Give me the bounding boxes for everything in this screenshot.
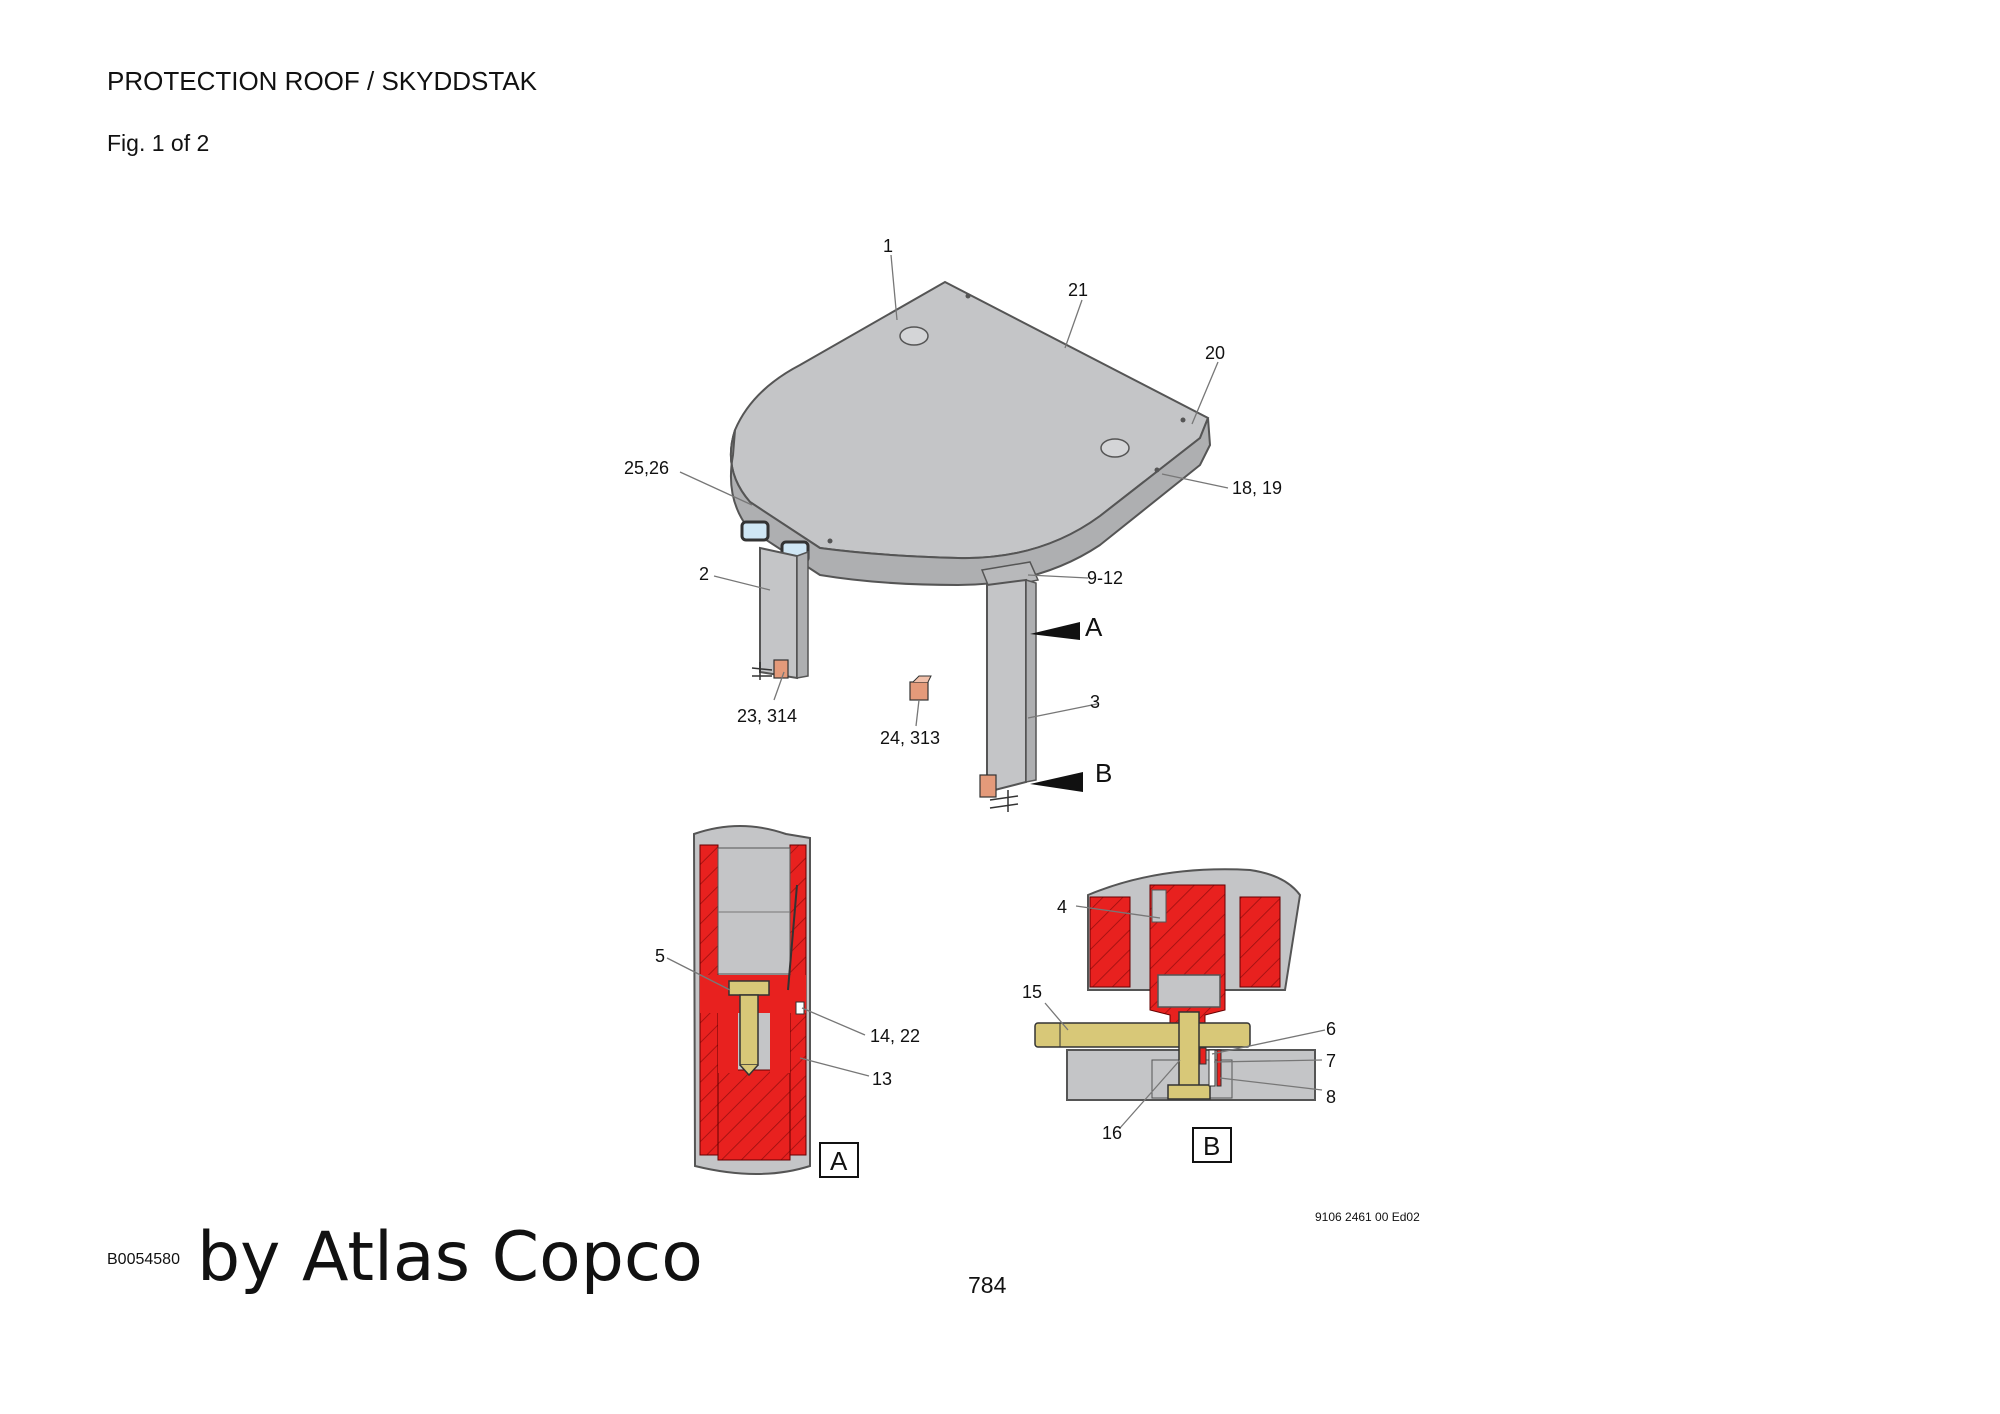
- post-right: [986, 578, 1027, 794]
- callout-20: 20: [1205, 343, 1225, 363]
- figure-number: Fig. 1 of 2: [107, 130, 210, 156]
- roof-hatch-1: [899, 326, 929, 346]
- clip-loose: [909, 681, 929, 701]
- document-code: 9106 2461 00 Ed02: [1315, 1210, 1420, 1224]
- drawing-code: B0054580: [107, 1251, 180, 1268]
- leader-lines-details: [666, 905, 1326, 1129]
- post-left: [759, 546, 798, 680]
- callout-7: 7: [1326, 1051, 1336, 1071]
- callout-A: A: [1085, 612, 1103, 642]
- callout-25-26: 25,26: [624, 458, 669, 478]
- callout-15: 15: [1022, 982, 1042, 1002]
- callout-6: 6: [1326, 1019, 1336, 1039]
- detail-a-label-box: [819, 1142, 859, 1178]
- detail-a-label: A: [830, 1146, 848, 1176]
- callout-23-314: 23, 314: [737, 706, 797, 726]
- section-arrow-b: [1030, 772, 1083, 792]
- callout-9-12: 9-12: [1087, 568, 1123, 588]
- bolt-5-head: [728, 980, 770, 996]
- bolt-5-shank: [739, 994, 759, 1066]
- page-number: 784: [968, 1272, 1007, 1298]
- callout-1: 1: [883, 236, 893, 256]
- callout-4: 4: [1057, 897, 1067, 917]
- callout-16: 16: [1102, 1123, 1122, 1143]
- detail-b-label-box: [1192, 1127, 1232, 1163]
- clip-right: [979, 774, 997, 798]
- section-arrow-a: [1030, 622, 1080, 640]
- callout-18-19: 18, 19: [1232, 478, 1282, 498]
- roof-assembly: [729, 280, 1212, 812]
- bolt-16: [1178, 1011, 1200, 1091]
- callout-24-313: 24, 313: [880, 728, 940, 748]
- detail-b-label: B: [1203, 1131, 1220, 1161]
- roof-edge: [729, 417, 1212, 587]
- callout-21: 21: [1068, 280, 1088, 300]
- callouts: 1 21 20 25,26 18, 19 2 9-12 A 3 23, 314 …: [624, 236, 1336, 1176]
- callout-2: 2: [699, 564, 709, 584]
- bolt-15: [1034, 1022, 1251, 1048]
- work-lamp-left: [740, 520, 770, 542]
- page-title: PROTECTION ROOF / SKYDDSTAK: [107, 66, 538, 96]
- callout-5: 5: [655, 946, 665, 966]
- leader-lines-main: [679, 254, 1229, 727]
- roof-hatch-2: [1100, 438, 1130, 458]
- brand-text: by Atlas Copco: [197, 1218, 703, 1297]
- callout-8: 8: [1326, 1087, 1336, 1107]
- callout-B: B: [1095, 758, 1112, 788]
- callout-14-22: 14, 22: [870, 1026, 920, 1046]
- detail-b: [1034, 868, 1316, 1163]
- callout-13: 13: [872, 1069, 892, 1089]
- clip-left: [773, 659, 789, 679]
- detail-a: [692, 825, 859, 1178]
- callout-3: 3: [1090, 692, 1100, 712]
